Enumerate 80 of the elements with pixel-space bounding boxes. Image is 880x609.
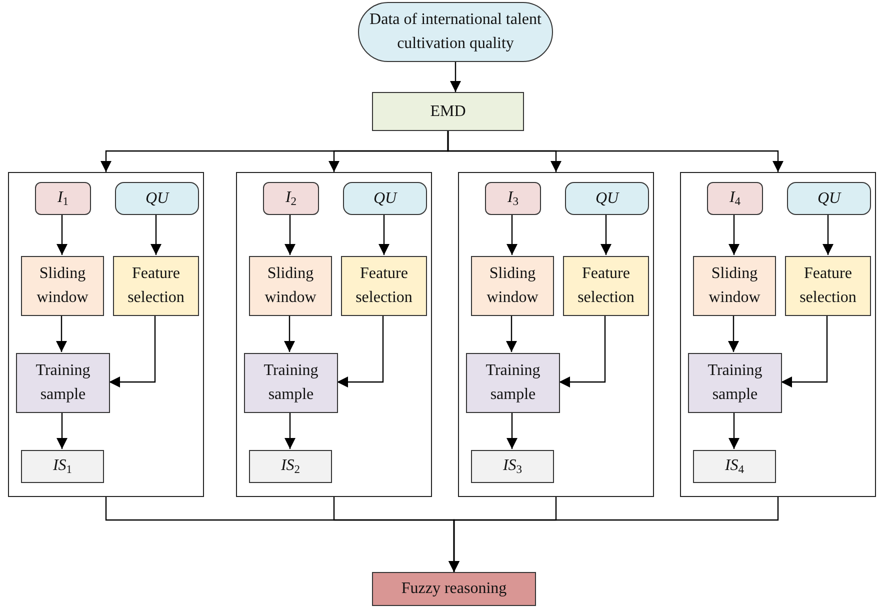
- connector-arrow: [448, 497, 779, 572]
- node-label: I$_{3}$: [507, 188, 519, 210]
- node-label: IS$_{2}$: [280, 456, 300, 478]
- node-label: I$_{2}$: [285, 188, 297, 210]
- node-label: IS$_{3}$: [502, 456, 522, 478]
- connector-arrow: [822, 214, 834, 255]
- input-box: [565, 182, 649, 215]
- node-label: QU: [595, 188, 619, 208]
- process-box: [563, 256, 649, 316]
- process-box: [466, 353, 560, 413]
- connector-arrow: [109, 315, 156, 388]
- output-box: [21, 450, 104, 483]
- process-box: [244, 353, 338, 413]
- process-box: [341, 256, 427, 316]
- connector-arrow: [728, 214, 740, 255]
- node-label: Feature selection: [354, 264, 414, 308]
- process-box: [21, 256, 104, 316]
- connector-arrow: [337, 315, 384, 388]
- connector-arrow: [506, 214, 518, 255]
- node-label: Fuzzy reasoning: [401, 579, 507, 599]
- connector-arrow: [506, 412, 518, 449]
- connector-arrow: [450, 62, 461, 92]
- node-label: Sliding window: [36, 264, 90, 308]
- node-label: IS$_{4}$: [724, 456, 744, 478]
- process-box: [785, 256, 871, 316]
- node-label: QU: [145, 188, 169, 208]
- node-label: IS$_{1}$: [52, 456, 72, 478]
- output-box: [249, 450, 332, 483]
- node-label: Sliding window: [486, 264, 540, 308]
- process-box: [372, 92, 524, 131]
- process-box: [471, 256, 554, 316]
- group-frame: [8, 172, 204, 497]
- node-label: Feature selection: [576, 264, 636, 308]
- input-box: [263, 182, 319, 215]
- connector-line: [447, 131, 449, 151]
- output-box: [693, 450, 776, 483]
- node-label: Sliding window: [708, 264, 762, 308]
- input-box: [115, 182, 199, 215]
- connector-arrow: [284, 412, 296, 449]
- input-box: [485, 182, 541, 215]
- node-label: Training sample: [706, 361, 764, 405]
- input-box: [787, 182, 871, 215]
- process-box: [113, 256, 199, 316]
- node-label: I$_{1}$: [57, 188, 69, 210]
- process-box: [693, 256, 776, 316]
- node-label: Training sample: [262, 361, 320, 405]
- node-label: I$_{4}$: [729, 188, 741, 210]
- node-label: QU: [373, 188, 397, 208]
- node-label: EMD: [430, 102, 466, 122]
- connector-arrow: [56, 412, 68, 449]
- node-label: Sliding window: [264, 264, 318, 308]
- node-label: Feature selection: [798, 264, 858, 308]
- connector-arrow: [559, 315, 606, 388]
- group-frame: [680, 172, 876, 497]
- input-box: [343, 182, 427, 215]
- output-box: [471, 450, 554, 483]
- connector-arrow: [284, 214, 296, 255]
- connector-arrow: [378, 214, 390, 255]
- node-label: Feature selection: [126, 264, 186, 308]
- process-box: [249, 256, 332, 316]
- group-frame: [236, 172, 432, 497]
- connector-arrow: [600, 214, 612, 255]
- connector-arrow: [506, 315, 517, 352]
- connector-arrow: [284, 315, 295, 352]
- node-label: Training sample: [34, 361, 92, 405]
- input-box: [35, 182, 91, 215]
- node-label: Data of international talent cultivation quality: [368, 10, 542, 54]
- connector-arrow: [781, 315, 828, 388]
- connector-arrow: [150, 214, 162, 255]
- input-box: [707, 182, 763, 215]
- end-box: [372, 572, 536, 606]
- node-label: Training sample: [484, 361, 542, 405]
- group-frame: [458, 172, 654, 497]
- connector-arrow: [56, 214, 68, 255]
- process-box: [16, 353, 110, 413]
- connector-arrow: [728, 412, 740, 449]
- process-box: [688, 353, 782, 413]
- connector-arrow: [56, 315, 67, 352]
- connector-arrow: [728, 315, 739, 352]
- node-label: QU: [817, 188, 841, 208]
